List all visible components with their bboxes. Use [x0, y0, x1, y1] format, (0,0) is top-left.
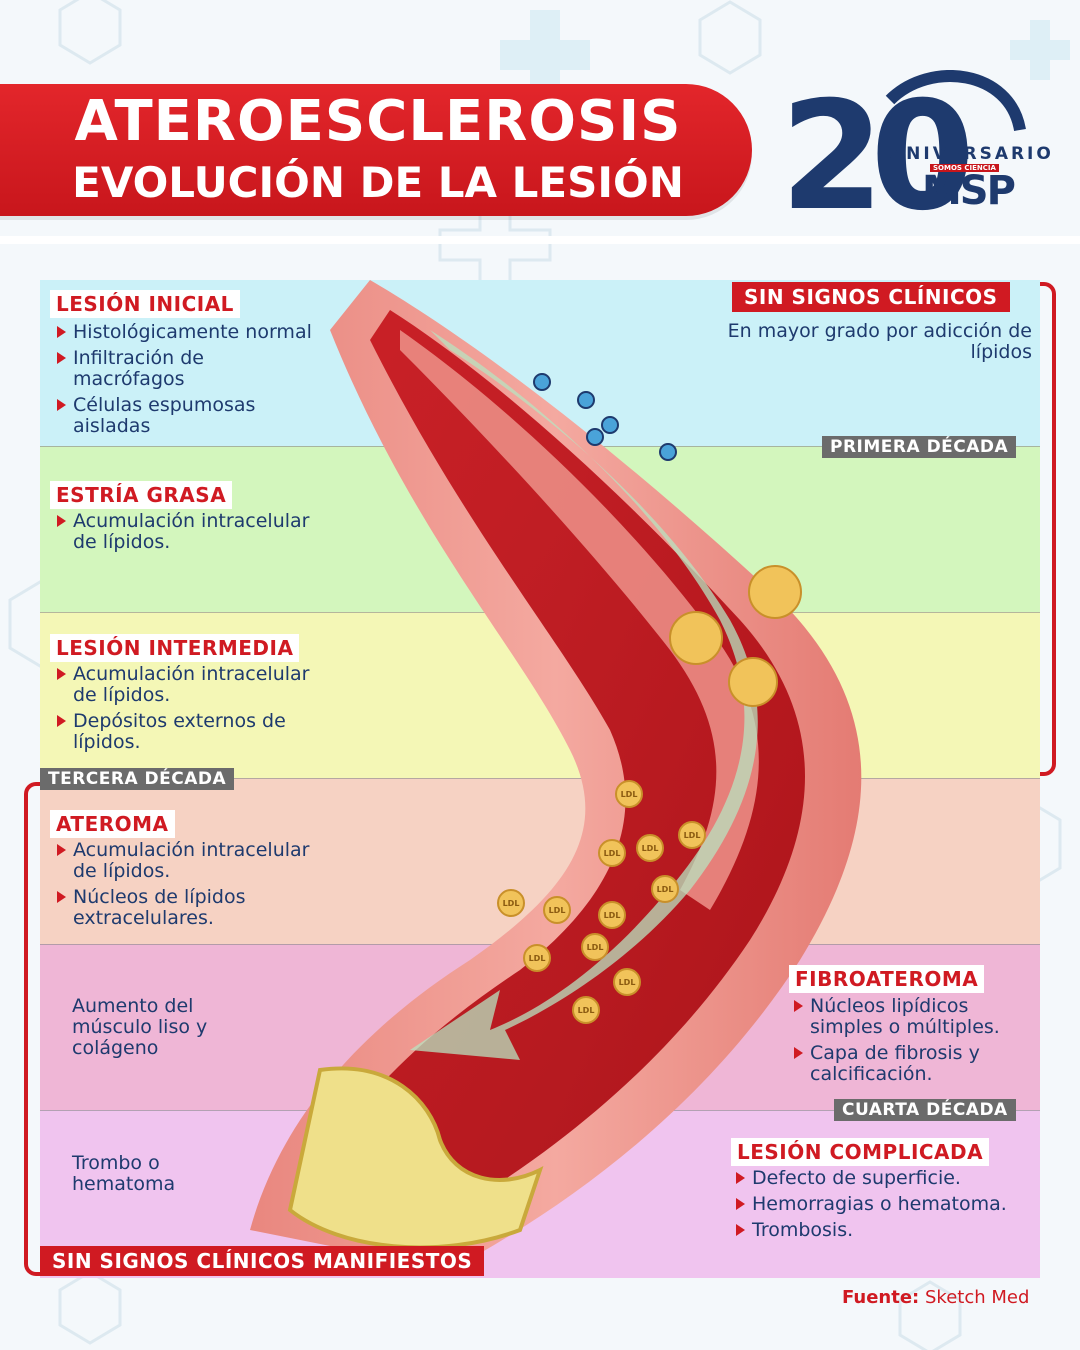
logo-aniversario: ANIVERSARIO [890, 144, 1054, 164]
ldl-label: LDL [604, 849, 621, 858]
list-item: Hemorragias o hematoma. [734, 1194, 1024, 1215]
decade-primera: PRIMERA DÉCADA [822, 436, 1017, 458]
lesion-inicial-list: Histológicamente normal Infiltración de … [55, 322, 315, 442]
page-title: ATEROESCLEROSIS [74, 89, 682, 154]
ldl-label: LDL [587, 943, 604, 952]
list-item: Núcleos de lípidos extracelulares. [55, 887, 315, 929]
list-item: Histológicamente normal [55, 322, 315, 343]
logo-msp: MSP [922, 168, 1016, 214]
stage-title-lesion-inicial: LESIÓN INICIAL [50, 290, 240, 318]
ldl-label: LDL [503, 899, 520, 908]
ldl-label: LDL [642, 844, 659, 853]
stage-title-ateroma: ATEROMA [50, 810, 175, 838]
stage-title-estria-grasa: ESTRÍA GRASA [50, 481, 233, 509]
msp-20-aniversario-logo: 20 [780, 70, 1026, 220]
list-item: Núcleos lipídicos simples o múltiples. [792, 996, 1032, 1038]
list-item: Acumulación intracelular de lípidos. [55, 511, 315, 553]
artery-illustration: LDL LDL LDL LDL LDL LDL LDL LDL LDL LDL … [250, 280, 862, 1270]
trombo-text: Trombo o hematoma [72, 1152, 176, 1195]
header-banner [0, 84, 752, 216]
sin-signos-manifiestos-label: SIN SIGNOS CLÍNICOS MANIFIESTOS [40, 1246, 485, 1276]
list-item: Acumulación intracelular de lípidos. [55, 840, 315, 882]
ldl-label: LDL [578, 1006, 595, 1015]
list-item: Defecto de superficie. [734, 1168, 1024, 1189]
stage-title-fibroateroma: FIBROATEROMA [789, 965, 985, 993]
ldl-label: LDL [684, 831, 701, 840]
list-item: Infiltración de macrófagos [55, 348, 315, 390]
stage-title-lesion-complicada: LESIÓN COMPLICADA [731, 1138, 990, 1166]
logo-number: 20 [780, 70, 968, 220]
fibroateroma-list: Núcleos lipídicos simples o múltiples. C… [792, 996, 1032, 1090]
source-credit: Fuente: Sketch Med [842, 1287, 1029, 1308]
band-divider [40, 778, 1040, 779]
source-label: Fuente: [842, 1287, 920, 1308]
source-value: Sketch Med [924, 1287, 1030, 1308]
manifiestos-bracket [24, 782, 40, 1276]
sin-signos-bracket [1040, 282, 1056, 776]
list-item: Células espumosas aisladas [55, 395, 315, 437]
estria-grasa-list: Acumulación intracelular de lípidos. [55, 511, 315, 558]
list-item: Acumulación intracelular de lípidos. [55, 664, 315, 706]
stage-title-lesion-intermedia: LESIÓN INTERMEDIA [50, 634, 300, 662]
sin-signos-note: En mayor grado por adicción de lípidos [727, 320, 1032, 363]
list-item: Depósitos externos de lípidos. [55, 711, 315, 753]
list-item: Capa de fibrosis y calcificación. [792, 1043, 1032, 1085]
list-item: Trombosis. [734, 1220, 1024, 1241]
decade-tercera: TERCERA DÉCADA [40, 768, 235, 790]
ldl-label: LDL [657, 885, 674, 894]
ldl-label: LDL [621, 790, 638, 799]
decade-cuarta: CUARTA DÉCADA [834, 1099, 1016, 1121]
sin-signos-clinicos-label: SIN SIGNOS CLÍNICOS [732, 282, 1010, 312]
ateroma-list: Acumulación intracelular de lípidos. Núc… [55, 840, 315, 934]
page-subtitle: EVOLUCIÓN DE LA LESIÓN [72, 158, 684, 207]
logo-somos-ciencia: SOMOS CIENCIA [930, 164, 999, 172]
ldl-label: LDL [549, 906, 566, 915]
ldl-label: LDL [529, 954, 546, 963]
musculo-liso-text: Aumento del músculo liso y colágeno [72, 995, 208, 1059]
ldl-label: LDL [619, 978, 636, 987]
lesion-complicada-list: Defecto de superficie. Hemorragias o hem… [734, 1168, 1024, 1246]
lesion-intermedia-list: Acumulación intracelular de lípidos. Dep… [55, 664, 315, 758]
header-divider [0, 236, 1080, 244]
ldl-label: LDL [604, 911, 621, 920]
